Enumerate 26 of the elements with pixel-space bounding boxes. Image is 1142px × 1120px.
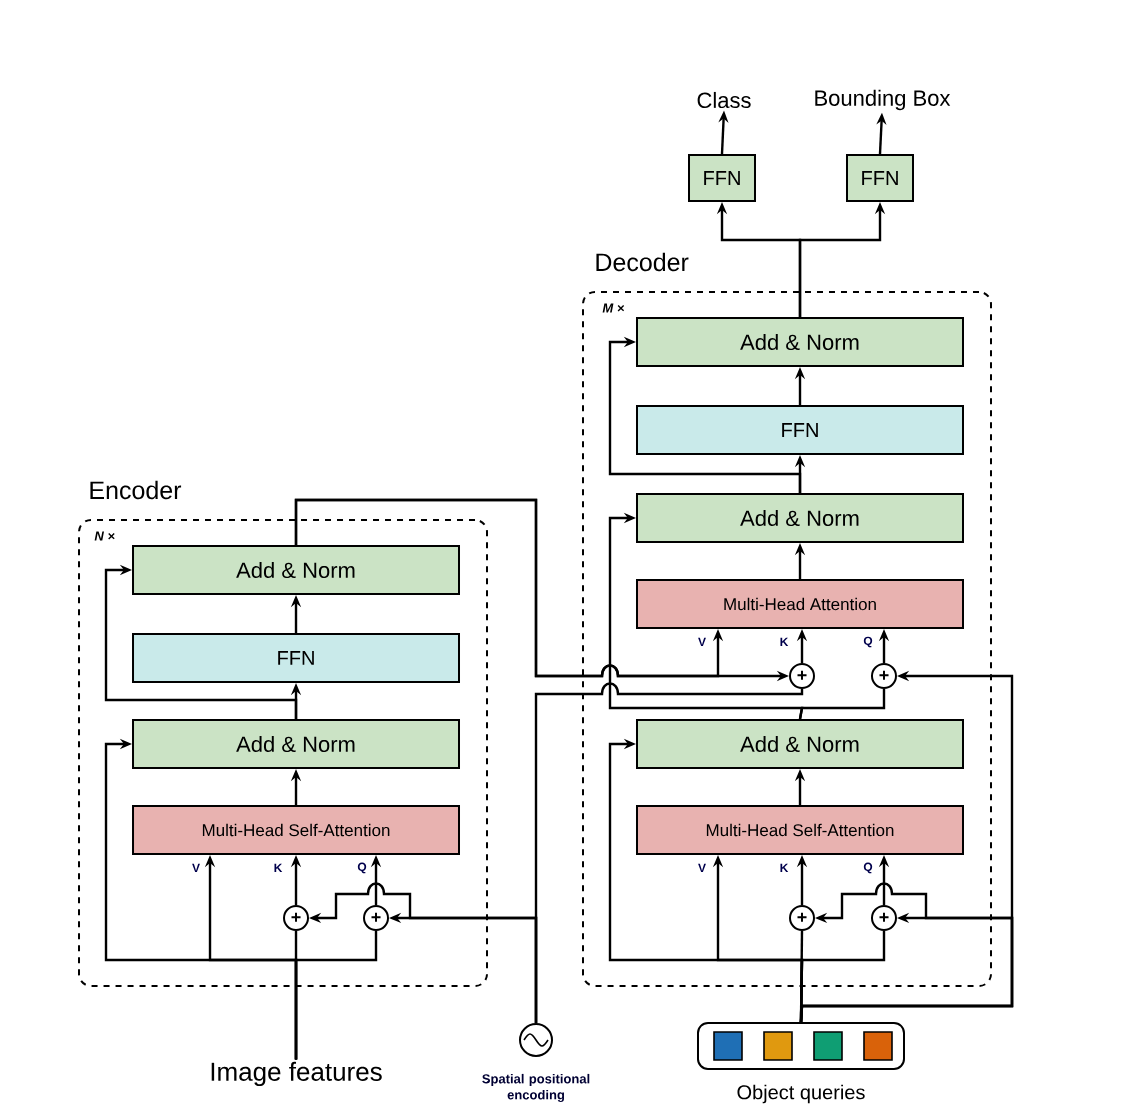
arrow — [104, 738, 298, 1060]
query-label: Object queries — [737, 1084, 865, 1104]
ffn-box: FFN — [636, 405, 964, 455]
arrow — [104, 564, 298, 719]
ffn-box: FFN — [688, 154, 756, 202]
attention-box: Multi-Head Self-Attention — [636, 805, 964, 855]
query-square — [813, 1031, 843, 1061]
norm-box: Add & Norm — [132, 545, 460, 595]
norm-box: Add & Norm — [132, 719, 460, 769]
norm-box: Add & Norm — [636, 493, 964, 543]
norm-box: Add & Norm — [636, 719, 964, 769]
arrow — [608, 512, 804, 720]
attention-box: Multi-Head Attention — [636, 579, 964, 629]
group-title: Encoder — [90, 480, 182, 500]
norm-box: Add & Norm — [636, 317, 964, 367]
output-label: Image features — [211, 1061, 382, 1087]
output-label: Bounding Box — [815, 89, 951, 111]
ffn-box: FFN — [132, 633, 460, 683]
query-square — [763, 1031, 793, 1061]
query-square — [713, 1031, 743, 1061]
arrow — [608, 336, 802, 493]
output-label: Class — [697, 91, 751, 109]
group-title: Decoder — [596, 252, 689, 272]
ffn-box: FFN — [846, 154, 914, 202]
attention-box: Multi-Head Self-Attention — [132, 805, 460, 855]
query-square — [863, 1031, 893, 1061]
